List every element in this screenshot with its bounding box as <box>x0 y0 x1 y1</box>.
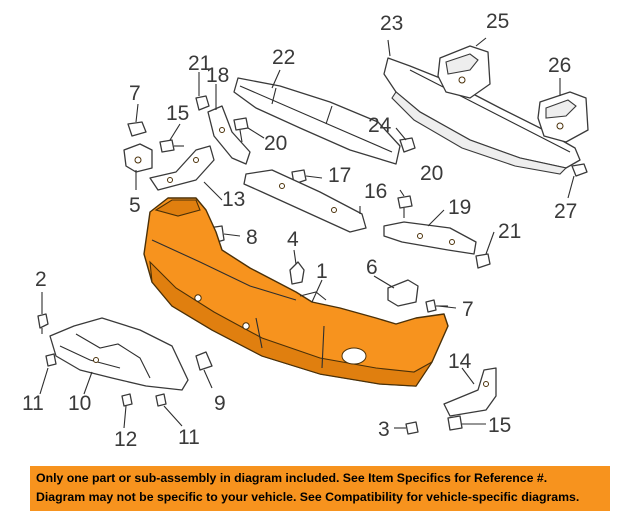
nut-21-right <box>475 253 491 269</box>
callout-3: 3 <box>378 418 390 441</box>
callout-8: 8 <box>246 226 258 249</box>
leader-lines <box>39 37 575 429</box>
callout-18: 18 <box>206 64 229 87</box>
disclaimer-line-2: Diagram may not be specific to your vehi… <box>36 490 580 504</box>
callout-7-right: 7 <box>462 298 474 321</box>
callout-11-left: 11 <box>22 392 44 415</box>
mount-bracket-26 <box>537 91 589 143</box>
bolt-7-right <box>425 299 448 313</box>
nut-27 <box>571 163 588 177</box>
callout-9: 9 <box>214 392 226 415</box>
callout-14: 14 <box>448 350 472 373</box>
callout-1: 1 <box>316 260 328 283</box>
callout-7-left: 7 <box>129 82 141 105</box>
bumper-cover <box>143 197 449 387</box>
nut-21-top <box>195 95 210 111</box>
callout-21-right: 21 <box>498 220 521 243</box>
clip-2 <box>37 313 49 334</box>
callout-2: 2 <box>35 268 47 291</box>
clip-12 <box>121 393 133 407</box>
bracket-19 <box>383 221 477 255</box>
disclaimer-banner: Only one part or sub-assembly in diagram… <box>30 466 610 511</box>
screw-20-right <box>397 195 413 218</box>
callout-6: 6 <box>366 256 378 279</box>
bracket-5 <box>123 143 153 173</box>
callout-12: 12 <box>114 428 137 451</box>
callout-23: 23 <box>380 12 403 35</box>
clip-11-left <box>45 353 57 367</box>
callout-20-right: 20 <box>420 162 443 185</box>
callout-13: 13 <box>222 188 245 211</box>
callout-4: 4 <box>287 228 299 251</box>
screw-20-top <box>233 117 249 143</box>
callout-26: 26 <box>548 54 571 77</box>
clip-11-right <box>155 393 167 407</box>
nut-24 <box>399 137 416 153</box>
callout-27: 27 <box>554 200 577 223</box>
screw-3 <box>405 421 419 435</box>
clip-4 <box>289 261 305 285</box>
upper-support-16 <box>243 169 367 233</box>
callout-labels: 1 2 3 4 5 6 7 7 8 9 10 11 11 12 13 14 15… <box>22 10 577 451</box>
callout-15-right: 15 <box>488 414 511 437</box>
mount-bracket-25 <box>437 45 491 99</box>
callout-10: 10 <box>68 392 91 415</box>
callout-24: 24 <box>368 114 392 137</box>
bracket-14 <box>443 367 497 417</box>
callout-15-left: 15 <box>166 102 189 125</box>
parts-diagram: 1 2 3 4 5 6 7 7 8 9 10 11 11 12 13 14 15… <box>22 10 589 451</box>
energy-absorber <box>233 77 401 165</box>
callout-17: 17 <box>328 164 351 187</box>
callout-16: 16 <box>364 180 387 203</box>
lower-shield-10 <box>49 317 189 391</box>
disclaimer-line-1: Only one part or sub-assembly in diagram… <box>36 471 548 485</box>
clip-7-left <box>127 121 147 137</box>
callout-25: 25 <box>486 10 509 33</box>
retainer-9 <box>195 351 213 371</box>
bracket-6 <box>387 279 419 307</box>
bolt-15-right <box>447 415 463 431</box>
callout-21-top: 21 <box>188 52 211 75</box>
bolt-15-left <box>159 139 184 153</box>
side-bracket-18 <box>207 105 251 165</box>
callout-19: 19 <box>448 196 471 219</box>
callout-22: 22 <box>272 46 295 69</box>
callout-20-top: 20 <box>264 132 287 155</box>
callout-5: 5 <box>129 194 141 217</box>
bracket-13 <box>149 145 215 191</box>
callout-11-right: 11 <box>178 426 200 449</box>
